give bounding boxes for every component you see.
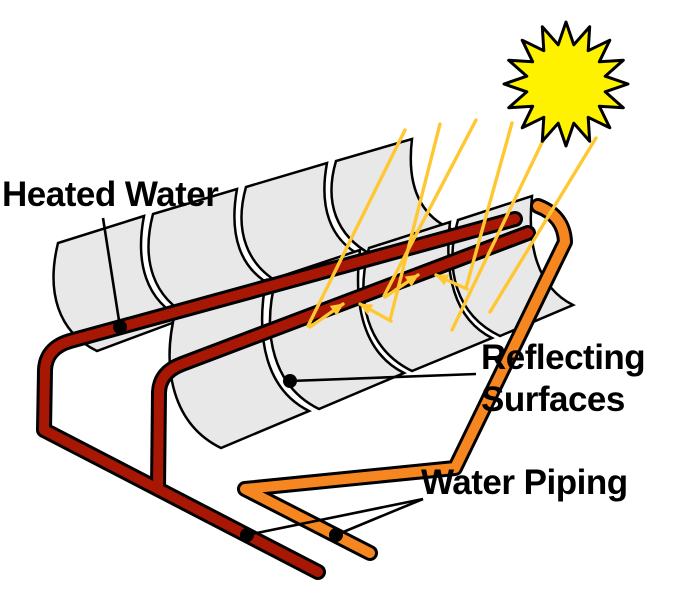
callout-line <box>335 497 424 537</box>
heated-water-label: Heated Water <box>2 175 219 214</box>
heated-water-pipe-run <box>39 214 520 577</box>
reflected-ray-arrow <box>308 302 345 329</box>
reflecting-surfaces-label-line2: Surfaces <box>481 380 625 419</box>
sun-ray <box>464 121 514 290</box>
reflected-ray-arrow <box>383 273 420 299</box>
water-supply-pipe <box>240 201 570 558</box>
callout-dot <box>283 374 297 388</box>
callout-line <box>289 372 477 383</box>
sun-ray <box>488 136 598 314</box>
heated-water-pipe-branch <box>153 228 533 494</box>
water-piping-label: Water Piping <box>421 463 628 502</box>
sun-ray <box>306 128 407 328</box>
reflecting-surfaces-label-line1: Reflecting <box>481 338 645 377</box>
sun-rays <box>306 118 598 332</box>
reflected-ray-arrow <box>358 302 393 323</box>
callout-lines <box>101 217 477 537</box>
callout-line <box>101 217 122 328</box>
callout-dot <box>329 528 343 542</box>
callout-dot <box>240 528 254 542</box>
water-supply-pipe-run <box>240 201 570 558</box>
sun-icon <box>502 20 630 148</box>
callout-dot <box>113 320 127 334</box>
heated-water-pipe <box>39 214 533 577</box>
sun-ray <box>382 118 478 298</box>
callout-dots <box>113 320 343 542</box>
sun-ray <box>450 126 551 332</box>
callout-line <box>246 497 424 537</box>
reflected-ray-arrow <box>434 273 469 291</box>
